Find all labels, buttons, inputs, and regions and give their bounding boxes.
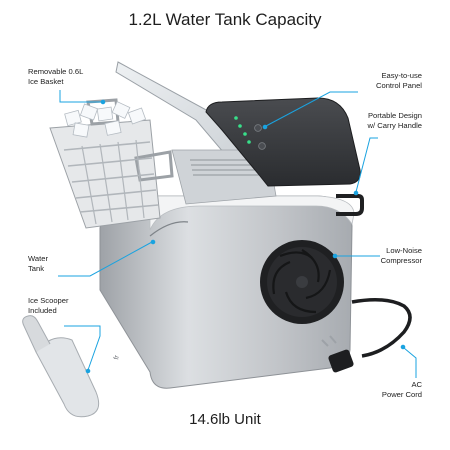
label-control-panel: Easy-to-use Control Panel: [375, 71, 422, 90]
label-compressor: Low-Noise Compressor: [380, 246, 422, 265]
power-cord: [351, 298, 412, 358]
page-title: 1.2L Water Tank Capacity: [128, 10, 322, 29]
label-power-cord: AC Power Cord: [381, 380, 422, 399]
svg-text:fr: fr: [113, 354, 121, 361]
carry-handle: [336, 194, 364, 216]
control-panel-leds: [234, 116, 251, 144]
label-water-tank: Water Tank: [28, 254, 48, 273]
ice-scooper: [22, 315, 100, 418]
power-button: [254, 124, 262, 132]
weight-caption: 14.6lb Unit: [189, 411, 261, 428]
control-housing: [205, 97, 361, 187]
ac-plug: [321, 335, 354, 373]
select-button: [258, 142, 266, 150]
label-ice-basket: Removable 0.6L Ice Basket: [28, 67, 84, 86]
ice-basket: [49, 98, 174, 229]
callout-lines: [58, 90, 417, 378]
label-ice-scooper: Ice Scooper Included: [28, 296, 69, 315]
label-portable-design: Portable Design w/ Carry Handle: [367, 111, 422, 130]
